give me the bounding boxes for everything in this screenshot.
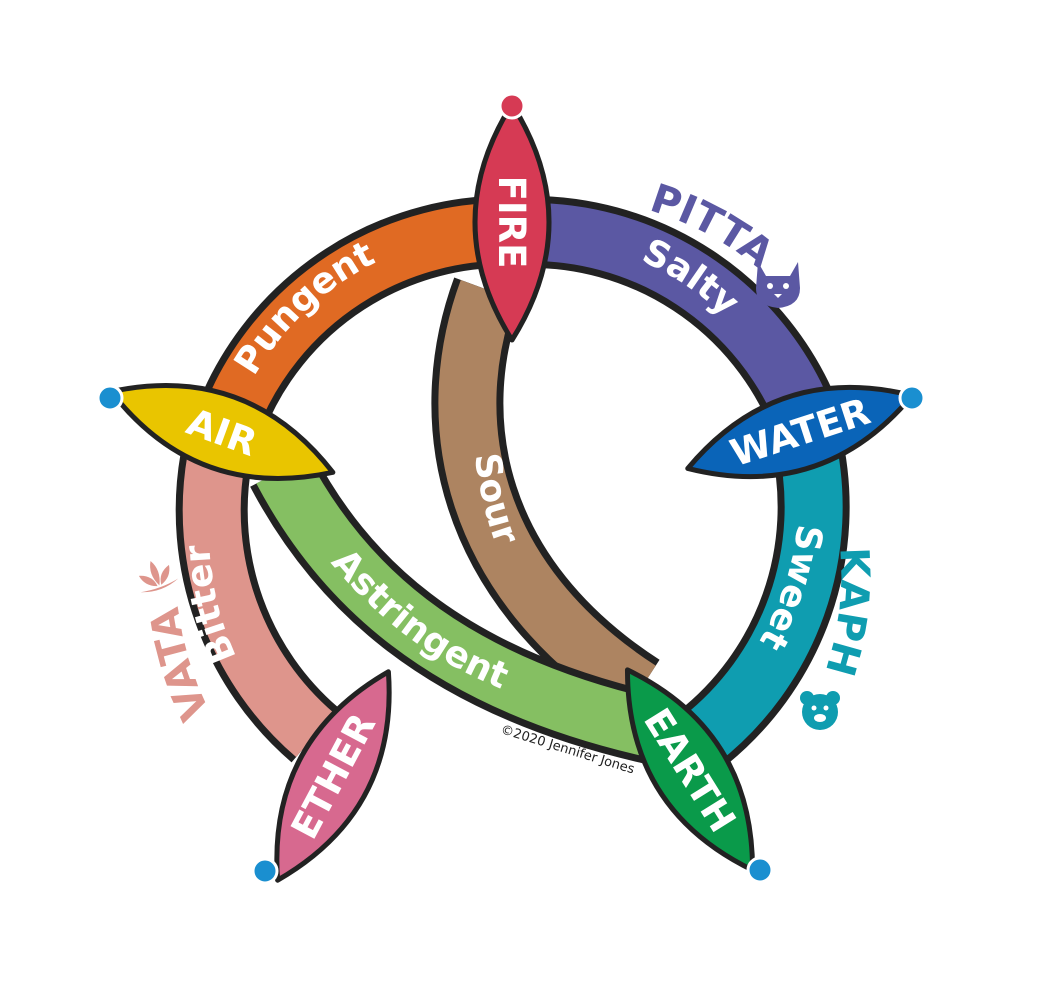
- fire-leaf: FIRE: [472, 101, 552, 343]
- water-tip-dot: [898, 384, 926, 412]
- air-leaf: AIR: [108, 383, 336, 481]
- taste-ring: [175, 195, 850, 769]
- air-tip-dot: [96, 384, 124, 412]
- pungent-band: [202, 202, 522, 431]
- lotus-icon: [138, 560, 179, 593]
- fire-label: FIRE: [490, 176, 533, 269]
- bear-icon: [800, 691, 840, 730]
- sour-band: [438, 279, 656, 715]
- ether-tip-dot: [251, 857, 279, 885]
- cat-icon: [756, 262, 800, 308]
- sweet-band: [681, 433, 843, 763]
- salty-band: [519, 202, 834, 431]
- astringent-band: [256, 456, 657, 757]
- fire-tip-dot: [498, 92, 526, 120]
- inner-bands: [250, 277, 660, 764]
- bitter-band: [182, 455, 335, 758]
- earth-tip-dot: [746, 856, 774, 884]
